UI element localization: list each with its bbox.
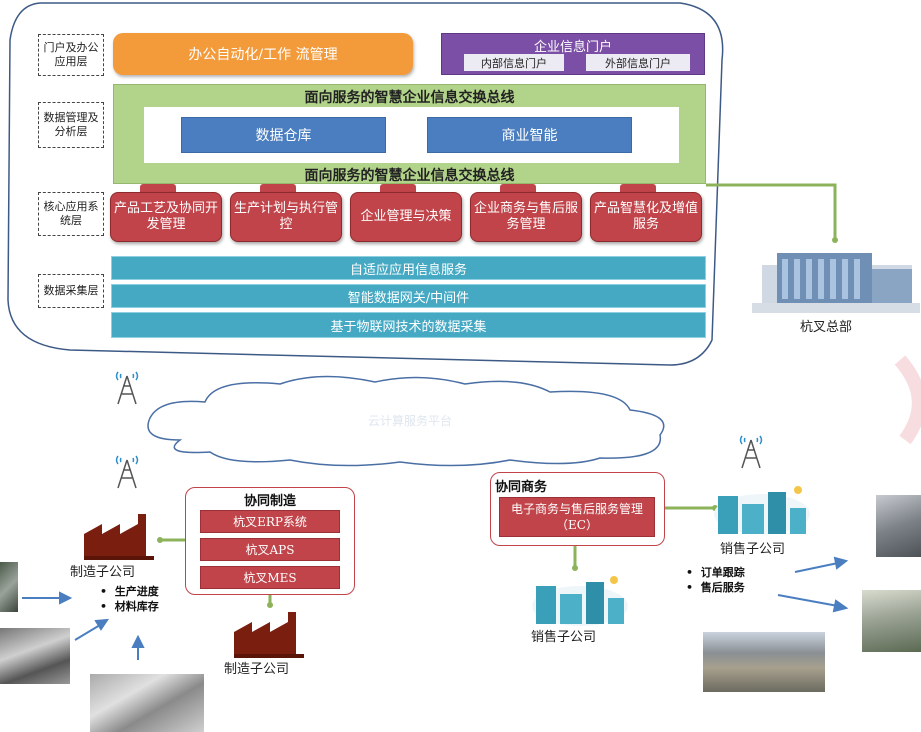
sales-bullet-service: • 售后服务 [686,581,745,594]
collab-biz-title: 协同商务 [495,480,548,495]
sales-bullet-order: • 订单跟踪 [686,566,745,579]
enterprise-portal-box: 企业信息门户 内部信息门户 外部信息门户 [441,33,705,75]
castings-photo [90,674,204,732]
factory-icon [84,514,154,560]
warehouse-photo [876,495,921,557]
core-app-tab [500,184,536,194]
ec-system-item: 电子商务与售后服务管理（EC） [499,497,655,537]
service-photo [862,590,921,652]
bus-bottom-label: 面向服务的智慧企业信息交换总线 [304,168,515,184]
core-app-commerce: 企业商务与售后服务管理 [470,192,582,242]
layer-label-collection: 数据采集层 [38,274,104,308]
sales-building-icon [532,576,628,626]
core-app-product-dev: 产品工艺及协同开发管理 [110,192,222,242]
data-warehouse-box: 数据仓库 [181,117,386,153]
core-app-tab [380,184,416,194]
mfg-sub-left-label: 制造子公司 [70,565,136,580]
service-bus-container: 面向服务的智慧企业信息交换总线 数据仓库 商业智能 面向服务的智慧企业信息交换总… [113,84,706,184]
core-app-smart-product: 产品智慧化及增值服务 [590,192,702,242]
layer-label-data-mgmt: 数据管理及分析层 [38,102,104,148]
aps-system-item: 杭叉APS [200,538,340,561]
collection-bar-gateway: 智能数据网关/中间件 [111,284,706,308]
product-photo [0,562,18,612]
factory-icon [234,612,304,658]
mfg-bullet-inventory: • 材料库存 [100,600,159,613]
sales-sub-right-label: 销售子公司 [720,542,786,557]
dealer-photo [703,632,825,692]
cloud-label: 云计算服务平台 [367,414,452,428]
core-app-production: 生产计划与执行管控 [230,192,342,242]
core-app-management: 企业管理与决策 [350,192,462,242]
hq-label: 杭叉总部 [800,320,853,335]
collab-mfg-title: 协同制造 [243,494,296,509]
layer-label-core-app: 核心应用系统层 [38,192,104,236]
mfg-bullet-progress: • 生产进度 [100,585,159,598]
core-app-tab [620,184,656,194]
enterprise-portal-title: 企业信息门户 [533,40,612,55]
erp-system-item: 杭叉ERP系统 [200,510,340,533]
antenna-icon [115,371,139,405]
core-app-tab [140,184,176,194]
sales-building-icon [714,486,810,534]
antenna-icon [739,435,763,469]
office-automation-box: 办公自动化/工作 流管理 [113,33,413,75]
business-intelligence-box: 商业智能 [427,117,632,153]
sales-bullets: • 订单跟踪 • 售后服务 [686,565,745,595]
mfg-sub-bottom-label: 制造子公司 [224,662,290,677]
antenna-icon [115,455,139,489]
internal-portal-box: 内部信息门户 [464,54,564,71]
collab-mfg-panel: 协同制造 杭叉ERP系统 杭叉APS 杭叉MES [185,487,355,595]
hq-building-icon [752,253,920,313]
collection-bar-adaptive: 自适应应用信息服务 [111,256,706,280]
collection-bar-iot: 基于物联网技术的数据采集 [111,312,706,338]
external-portal-box: 外部信息门户 [586,54,690,71]
data-mgmt-panel: 数据仓库 商业智能 [144,107,679,163]
mes-system-item: 杭叉MES [200,566,340,589]
sales-sub-left-label: 销售子公司 [531,630,597,645]
core-app-tab [260,184,296,194]
collab-biz-panel: 协同商务 电子商务与售后服务管理（EC） [490,472,665,546]
mfg-bullets: • 生产进度 • 材料库存 [100,584,159,614]
cloud-icon [147,375,665,467]
layer-label-portal: 门户及办公应用层 [38,34,104,76]
bus-top-label: 面向服务的智慧企业信息交换总线 [304,90,515,106]
parts-photo [0,628,70,684]
